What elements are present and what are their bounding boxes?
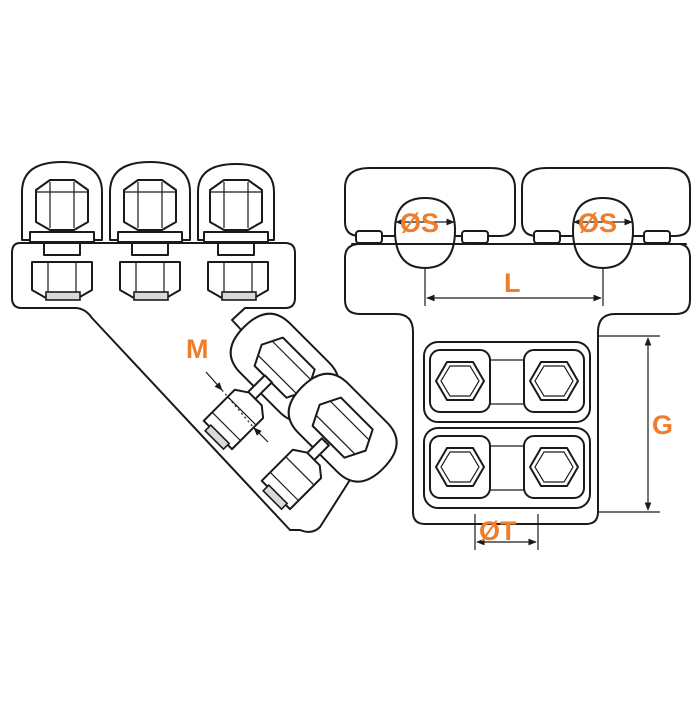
side-view: M <box>11 161 398 533</box>
washer-row-top <box>29 231 269 256</box>
dimension-t <box>474 514 539 550</box>
bore-right <box>572 197 634 269</box>
hex-nut-bottom-1 <box>31 261 93 301</box>
hex-nut-top-3 <box>209 179 263 231</box>
hex-nut-top-2 <box>123 179 177 231</box>
dimension-l <box>424 268 604 306</box>
label-t: ØT <box>479 516 517 546</box>
dimension-m <box>205 371 269 443</box>
hex-nut-bottom-2 <box>119 261 181 301</box>
front-bolt-1 <box>429 349 491 413</box>
label-g: G <box>652 410 673 440</box>
front-view: ØS ØS L G ØT <box>344 167 691 550</box>
diagonal-nut-1 <box>202 388 265 451</box>
front-bolt-3 <box>429 435 491 499</box>
hex-nut-top-1 <box>35 179 89 231</box>
diagonal-cap-2 <box>287 372 398 483</box>
label-s-left: ØS <box>400 208 439 238</box>
bore-left <box>394 197 456 269</box>
label-s-right: ØS <box>578 208 617 238</box>
front-bolt-2 <box>523 349 585 413</box>
hex-nut-bottom-3 <box>207 261 269 301</box>
front-bolt-4 <box>523 435 585 499</box>
dimension-g <box>598 335 660 513</box>
diagonal-nut-2 <box>260 448 323 511</box>
side-view-body <box>11 242 360 533</box>
label-l: L <box>504 268 521 298</box>
label-m: M <box>186 334 209 364</box>
